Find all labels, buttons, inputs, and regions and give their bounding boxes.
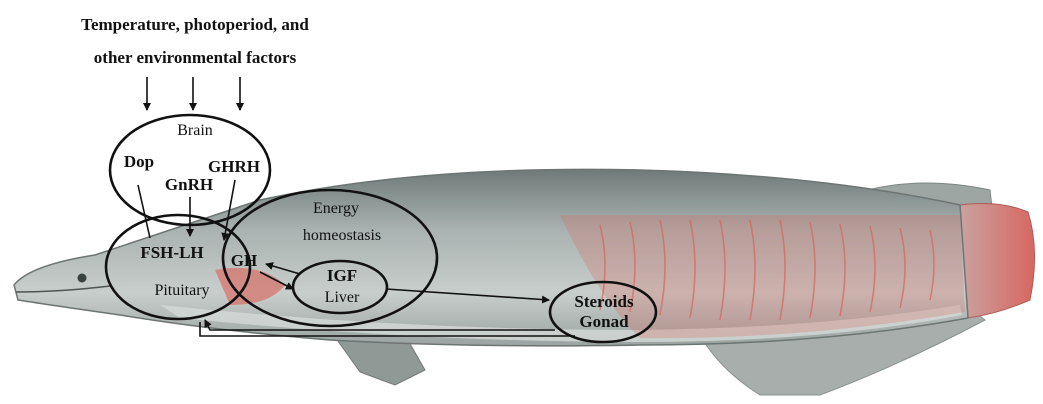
title-line-2: other environmental factors: [94, 48, 297, 67]
gnrh-label: GnRH: [165, 175, 213, 194]
gh-label: GH: [231, 251, 257, 270]
dop-label: Dop: [124, 152, 154, 171]
homeostasis-label: homeostasis: [303, 227, 381, 244]
environment-arrows: [147, 77, 240, 110]
energy-label: Energy: [313, 200, 359, 217]
fish-eye: [78, 274, 87, 283]
igf-label: IGF: [327, 266, 357, 285]
liver-label: Liver: [325, 289, 360, 306]
ghrh-label: GHRH: [208, 157, 260, 176]
tail-fin: [960, 204, 1035, 318]
gonad-label: Gonad: [579, 312, 629, 331]
steroids-label: Steroids: [574, 292, 634, 311]
title-line-1: Temperature, photoperiod, and: [81, 15, 309, 34]
pituitary-label: Pituitary: [154, 282, 209, 299]
fsh-lh-label: FSH-LH: [140, 243, 203, 262]
brain-label: Brain: [177, 122, 213, 139]
